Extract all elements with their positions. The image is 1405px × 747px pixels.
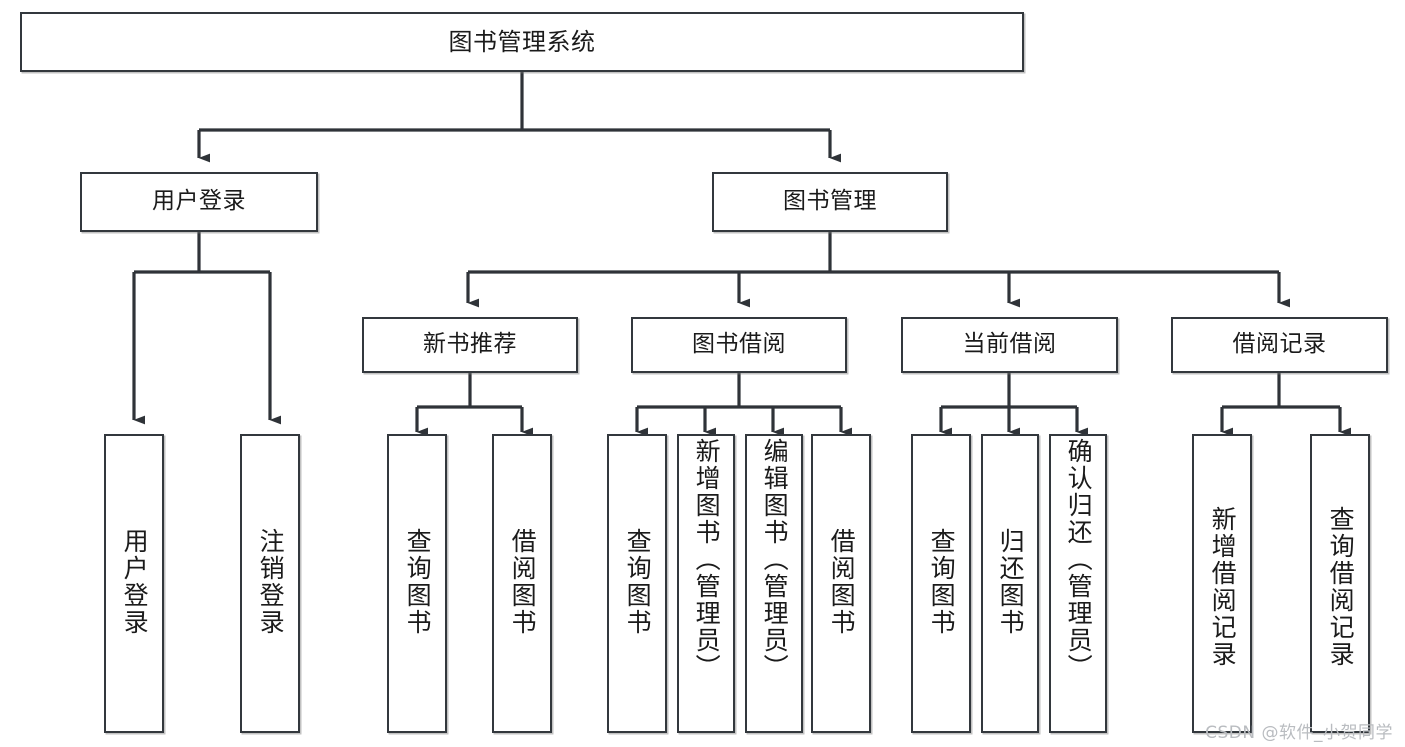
node-root-label: 图书管理系统 [448, 27, 596, 56]
node-leaf-borrow-book-1[interactable]: 借阅图书 [492, 434, 552, 733]
node-leaf-query-book-3-label: 查询图书 [927, 528, 957, 636]
node-borrow-record-label: 借阅记录 [1232, 331, 1327, 358]
node-new-book-recommend-label: 新书推荐 [423, 331, 517, 358]
node-current-borrow[interactable]: 当前借阅 [901, 317, 1118, 373]
node-leaf-user-login-label: 用户登录 [120, 528, 150, 636]
csdn-watermark: CSDN @软件_小贺同学 [1205, 723, 1393, 743]
node-leaf-add-record-label: 新增借阅记录 [1208, 506, 1238, 668]
node-new-book-recommend[interactable]: 新书推荐 [362, 317, 578, 373]
node-book-borrow[interactable]: 图书借阅 [631, 317, 847, 373]
node-book-manage[interactable]: 图书管理 [712, 172, 948, 232]
node-book-borrow-label: 图书借阅 [692, 331, 786, 358]
node-book-manage-label: 图书管理 [783, 188, 877, 215]
node-user-login-label: 用户登录 [152, 188, 246, 215]
node-leaf-query-book-2[interactable]: 查询图书 [607, 434, 667, 733]
node-leaf-query-record-label: 查询借阅记录 [1326, 506, 1356, 668]
node-root[interactable]: 图书管理系统 [20, 12, 1024, 72]
node-leaf-borrow-book-2-label: 借阅图书 [827, 528, 857, 636]
node-leaf-query-book-2-label: 查询图书 [623, 528, 653, 636]
node-leaf-edit-book[interactable]: 编辑图书（管理员） [745, 434, 803, 733]
node-leaf-add-book[interactable]: 新增图书（管理员） [677, 434, 735, 733]
node-leaf-edit-book-label: 编辑图书（管理员） [760, 438, 790, 681]
node-borrow-record[interactable]: 借阅记录 [1171, 317, 1388, 373]
node-leaf-user-login[interactable]: 用户登录 [104, 434, 164, 733]
node-leaf-confirm-return-label: 确认归还（管理员） [1064, 438, 1094, 681]
node-leaf-return-book[interactable]: 归还图书 [981, 434, 1039, 733]
node-leaf-query-record[interactable]: 查询借阅记录 [1310, 434, 1370, 733]
node-current-borrow-label: 当前借阅 [962, 331, 1057, 358]
node-leaf-query-book-1-label: 查询图书 [403, 528, 433, 636]
node-leaf-confirm-return[interactable]: 确认归还（管理员） [1049, 434, 1107, 733]
node-user-login[interactable]: 用户登录 [80, 172, 318, 232]
node-leaf-add-book-label: 新增图书（管理员） [692, 438, 722, 681]
node-leaf-return-book-label: 归还图书 [996, 528, 1026, 636]
node-leaf-logout-login-label: 注销登录 [256, 528, 286, 636]
node-leaf-borrow-book-2[interactable]: 借阅图书 [811, 434, 871, 733]
node-leaf-query-book-3[interactable]: 查询图书 [911, 434, 971, 733]
node-leaf-add-record[interactable]: 新增借阅记录 [1192, 434, 1252, 733]
node-leaf-query-book-1[interactable]: 查询图书 [387, 434, 447, 733]
node-leaf-logout-login[interactable]: 注销登录 [240, 434, 300, 733]
node-leaf-borrow-book-1-label: 借阅图书 [508, 528, 538, 636]
